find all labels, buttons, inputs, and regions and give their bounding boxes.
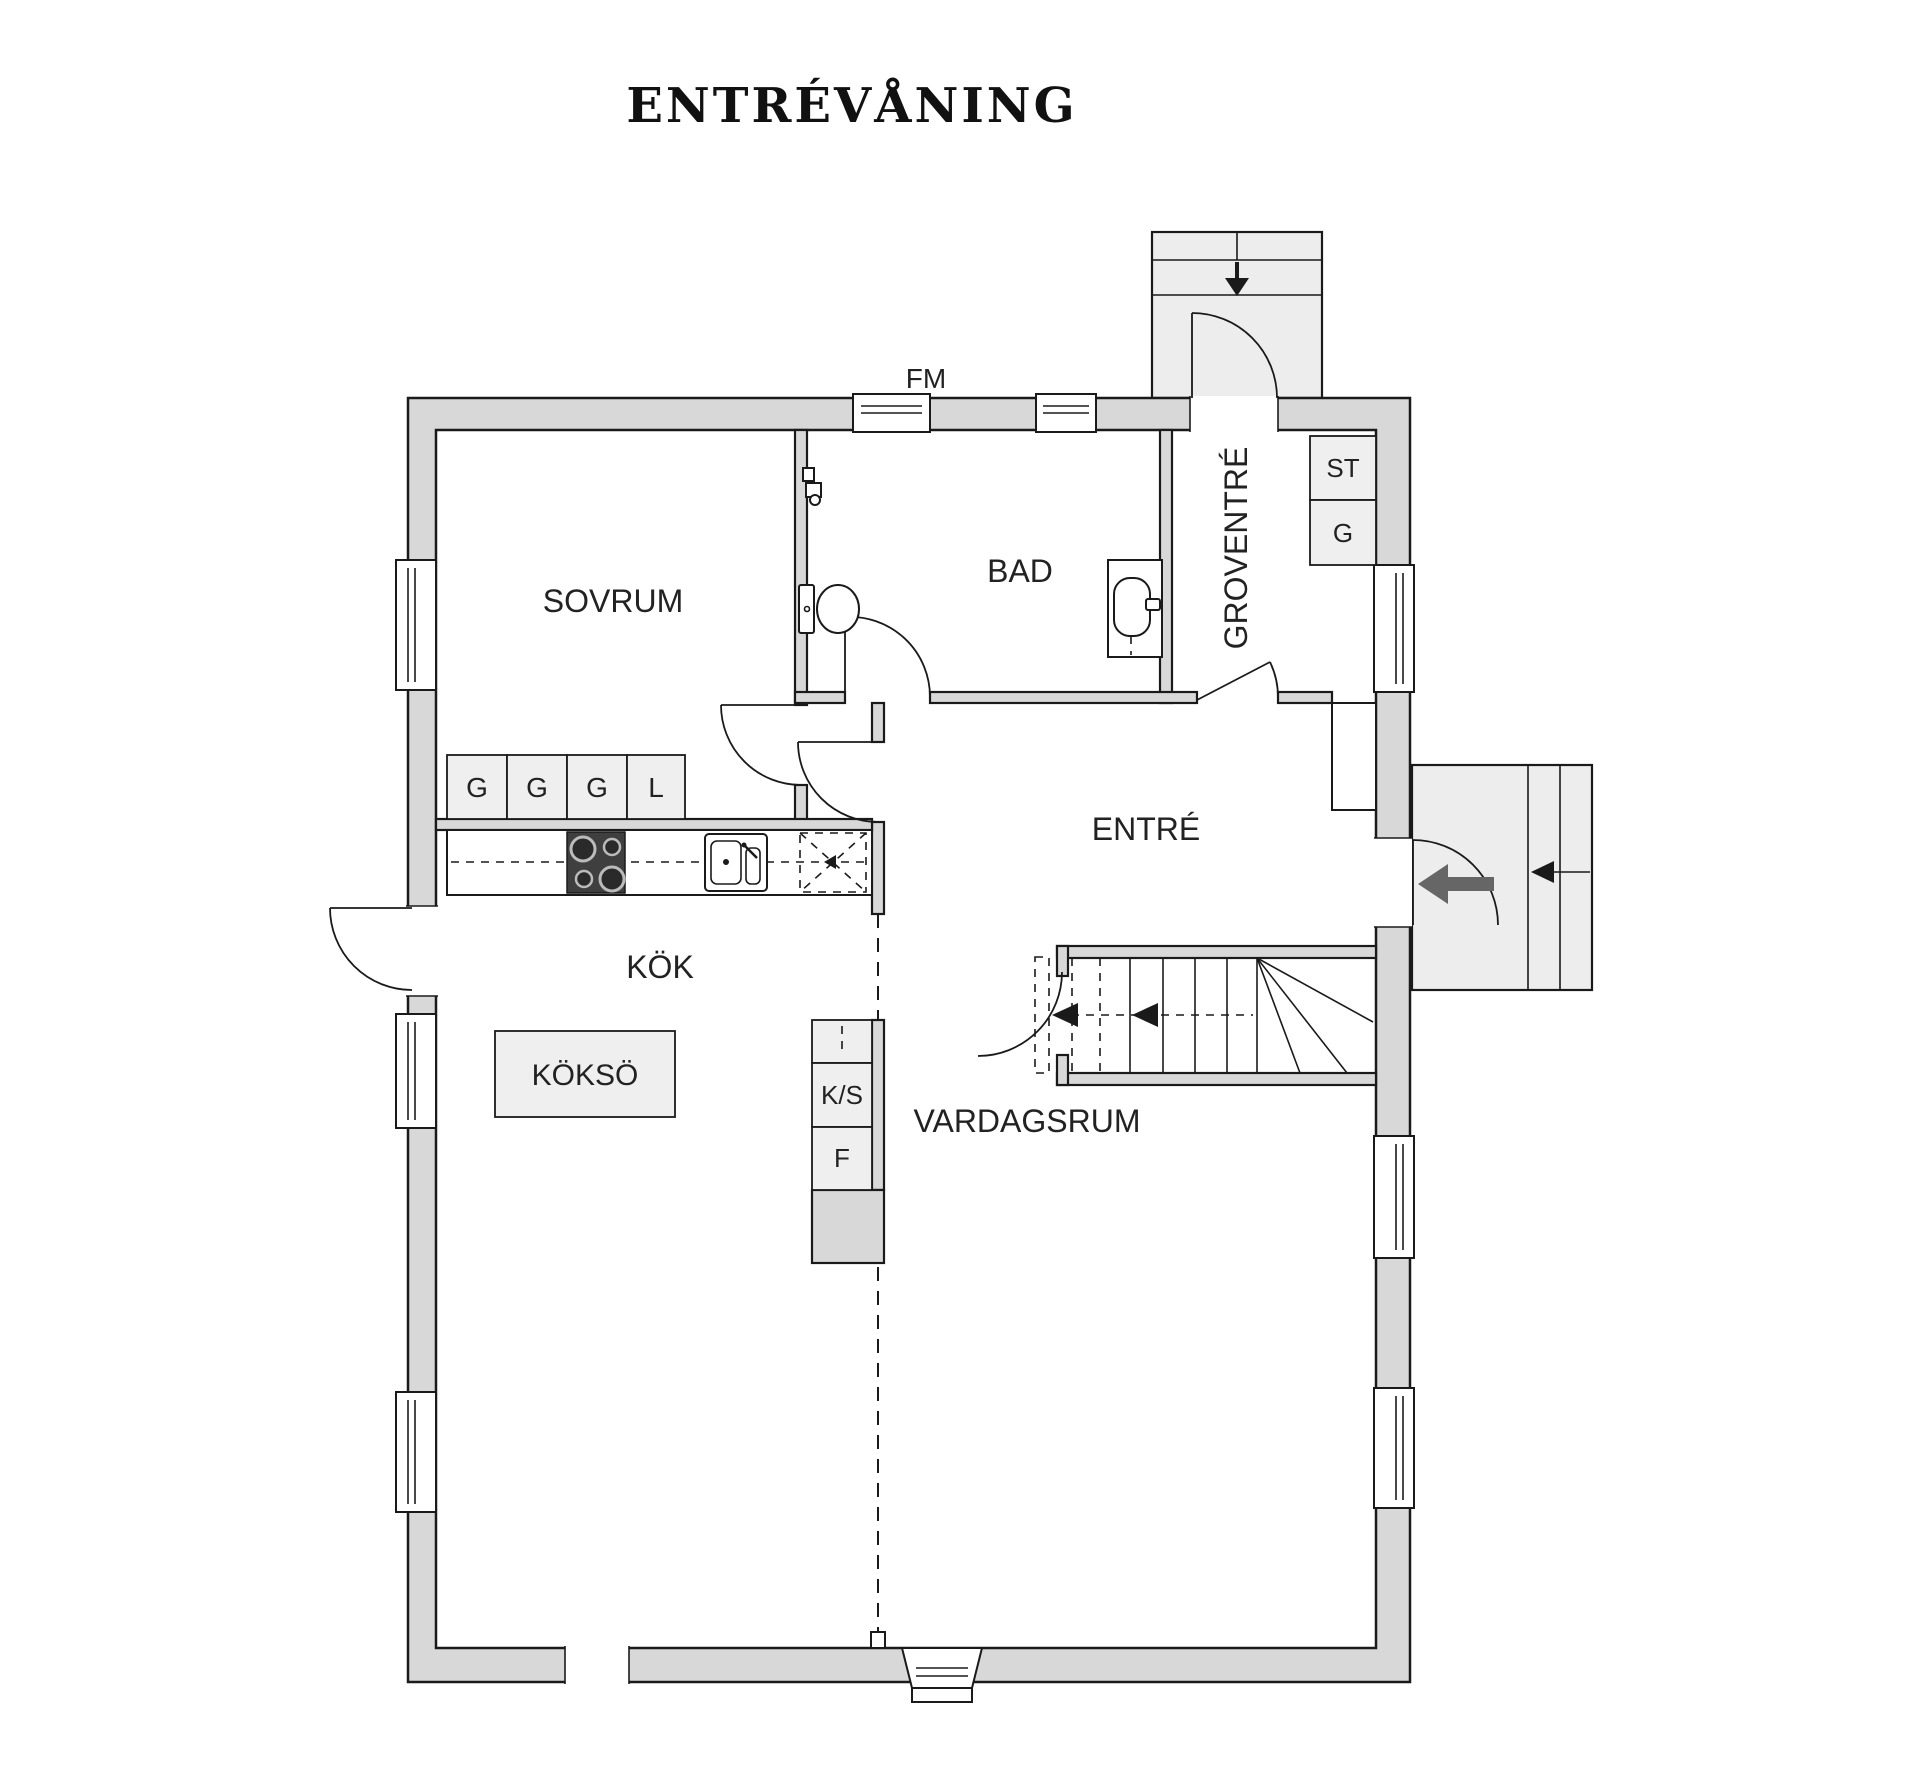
room-label-bad: BAD (987, 553, 1053, 589)
fridge-label: F (834, 1143, 850, 1173)
chimney-block (810, 1188, 886, 1265)
window-icon (1373, 564, 1415, 693)
page-title: ENTRÉVÅNING (626, 77, 1077, 134)
stove-icon (566, 831, 626, 894)
bath-fixture-icon (802, 467, 822, 506)
door-arc (1196, 661, 1279, 701)
landing-step-arrow-icon (1531, 861, 1554, 883)
window-icon (395, 559, 437, 691)
door-arc (977, 956, 1063, 1074)
window-fm-icon (852, 393, 931, 433)
windows (395, 393, 1415, 1703)
stair-direction-arrow-icon (1132, 1003, 1158, 1027)
room-label-kok: KÖK (626, 949, 694, 985)
window-icon (1035, 393, 1097, 433)
door-openings (406, 396, 1412, 1686)
closet-g: G (1309, 499, 1377, 566)
room-label-sovrum: SOVRUM (543, 583, 683, 619)
svg-text:ST: ST (1326, 453, 1359, 483)
room-divider-dashed (870, 914, 886, 1649)
wardrobe-row: G G G L (446, 754, 686, 820)
doors (329, 312, 1499, 1074)
door-arc (1191, 312, 1278, 399)
window-icon (395, 1391, 437, 1513)
window-icon (1373, 1135, 1415, 1259)
svg-text:G: G (1333, 518, 1353, 548)
fm-label: FM (906, 363, 946, 394)
porch-down-arrow-icon (1225, 262, 1249, 296)
room-label-vardagsrum: VARDAGSRUM (914, 1103, 1141, 1139)
closet-st: ST (1309, 435, 1377, 501)
wardrobe-label: G (586, 772, 608, 803)
kitchen-sink-icon (704, 833, 768, 892)
door-arc (329, 907, 413, 991)
kitchen-island: KÖKSÖ (494, 1030, 676, 1118)
window-icon (395, 1013, 437, 1129)
stair-direction-arrow-icon (1052, 1003, 1078, 1027)
wardrobe-label: G (526, 772, 548, 803)
window-icon (900, 1647, 984, 1703)
entry-arrow-icon (1418, 864, 1494, 904)
wardrobe-label: L (648, 772, 664, 803)
door-arc (797, 741, 879, 823)
ks-f-column: K/S F (811, 1019, 873, 1191)
staircase (1052, 957, 1374, 1074)
door-arc (720, 704, 802, 786)
door-arc (844, 615, 931, 698)
wardrobe-label: G (466, 772, 488, 803)
door-arc (1412, 839, 1499, 926)
toilet-icon (798, 584, 860, 634)
svg-text:KÖKSÖ: KÖKSÖ (532, 1059, 639, 1092)
window-icon (1373, 1387, 1415, 1509)
dishwasher-icon (799, 832, 867, 893)
ks-label: K/S (821, 1080, 863, 1110)
entry-closet (1331, 702, 1377, 811)
sink-icon (1107, 559, 1163, 658)
kitchen-counter (446, 829, 873, 896)
porch-steps (1150, 230, 1324, 400)
room-label-groventre: GROVENTRÉ (1218, 447, 1254, 650)
room-label-entre: ENTRÉ (1092, 811, 1200, 847)
